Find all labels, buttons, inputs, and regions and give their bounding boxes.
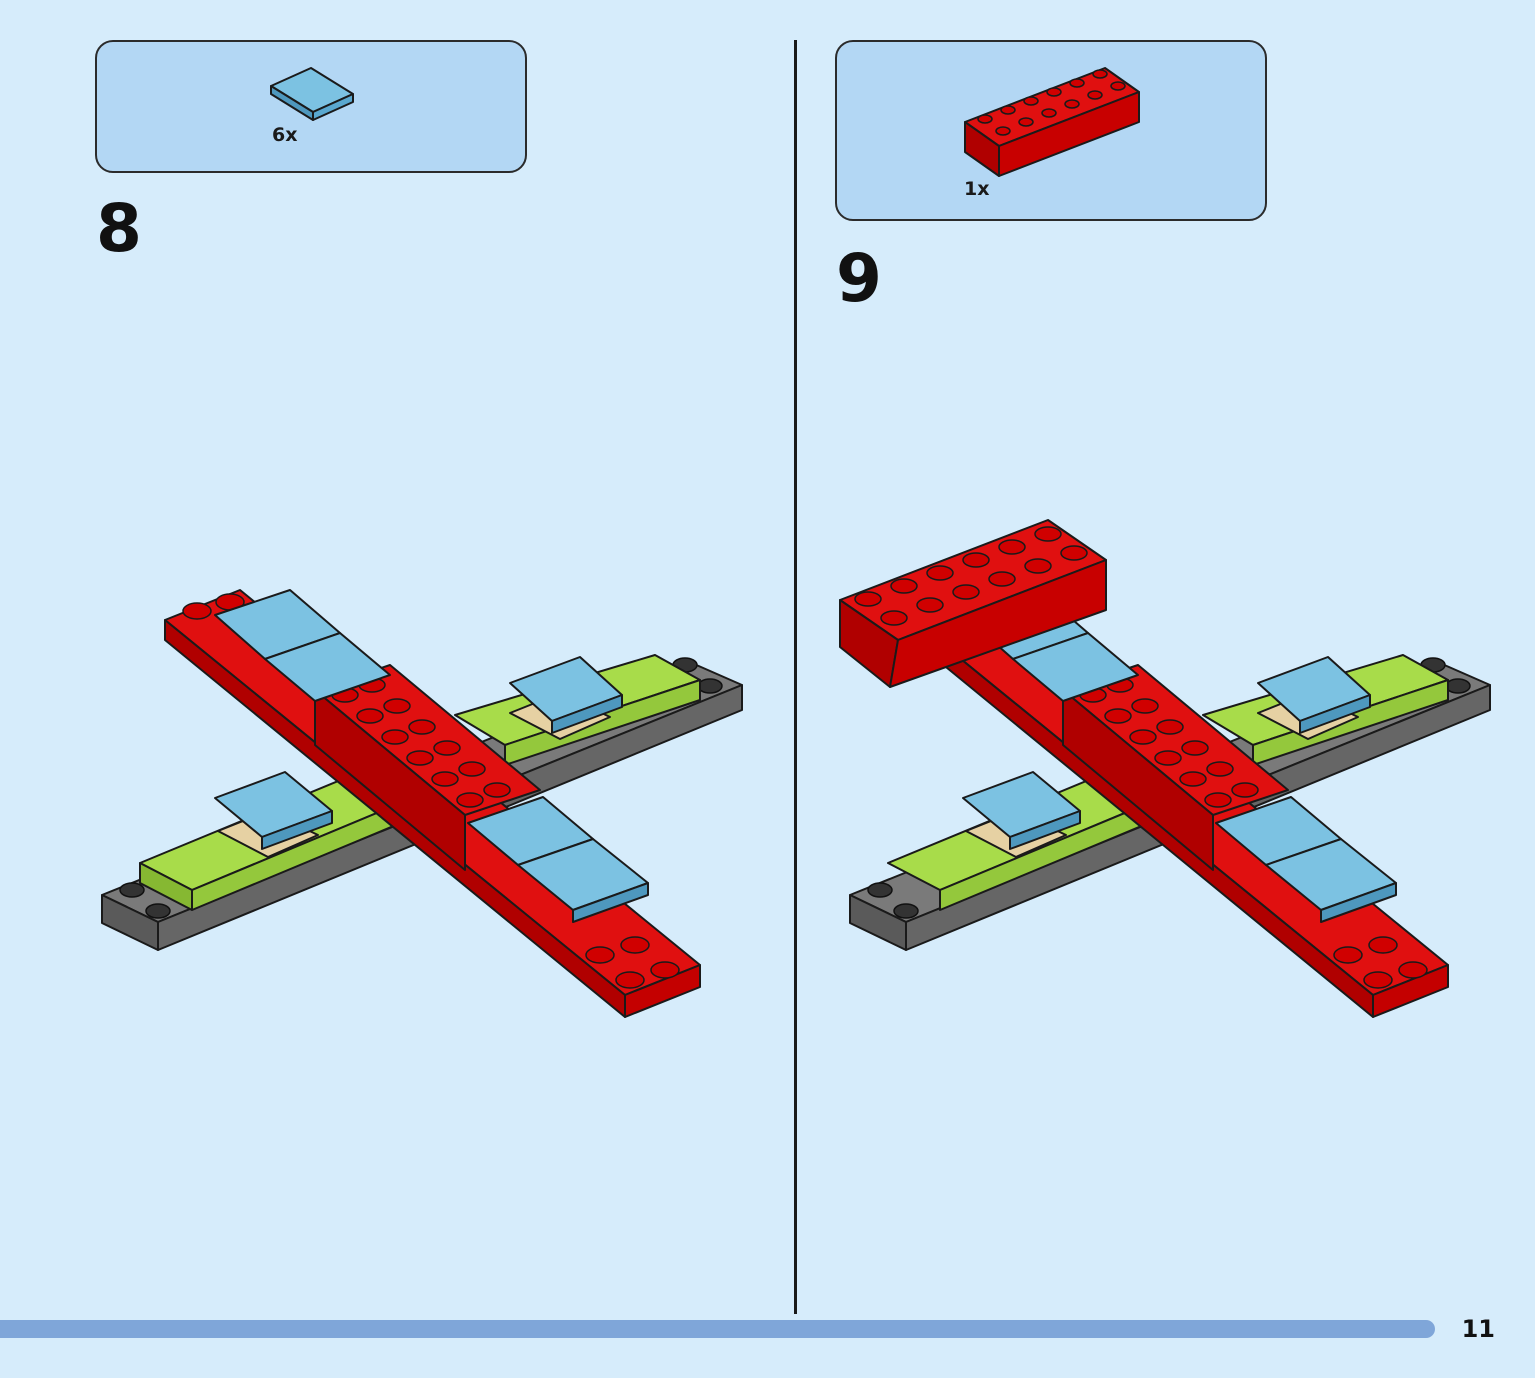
step-number: 8 bbox=[96, 190, 142, 267]
red-brick-icon bbox=[964, 67, 1140, 177]
step-8-build-illustration bbox=[101, 589, 743, 1018]
step-divider bbox=[794, 40, 797, 1314]
parts-callout-step-9: 1x bbox=[835, 40, 1267, 221]
parts-callout-step-8: 6x bbox=[95, 40, 527, 173]
progress-bar bbox=[0, 1320, 1435, 1338]
part-quantity: 6x bbox=[272, 124, 298, 146]
step-number: 9 bbox=[836, 240, 882, 317]
step-9-build-illustration bbox=[839, 519, 1491, 1018]
part-quantity: 1x bbox=[964, 178, 990, 200]
page-number: 11 bbox=[1461, 1315, 1495, 1343]
light-blue-tile-icon bbox=[270, 67, 354, 121]
